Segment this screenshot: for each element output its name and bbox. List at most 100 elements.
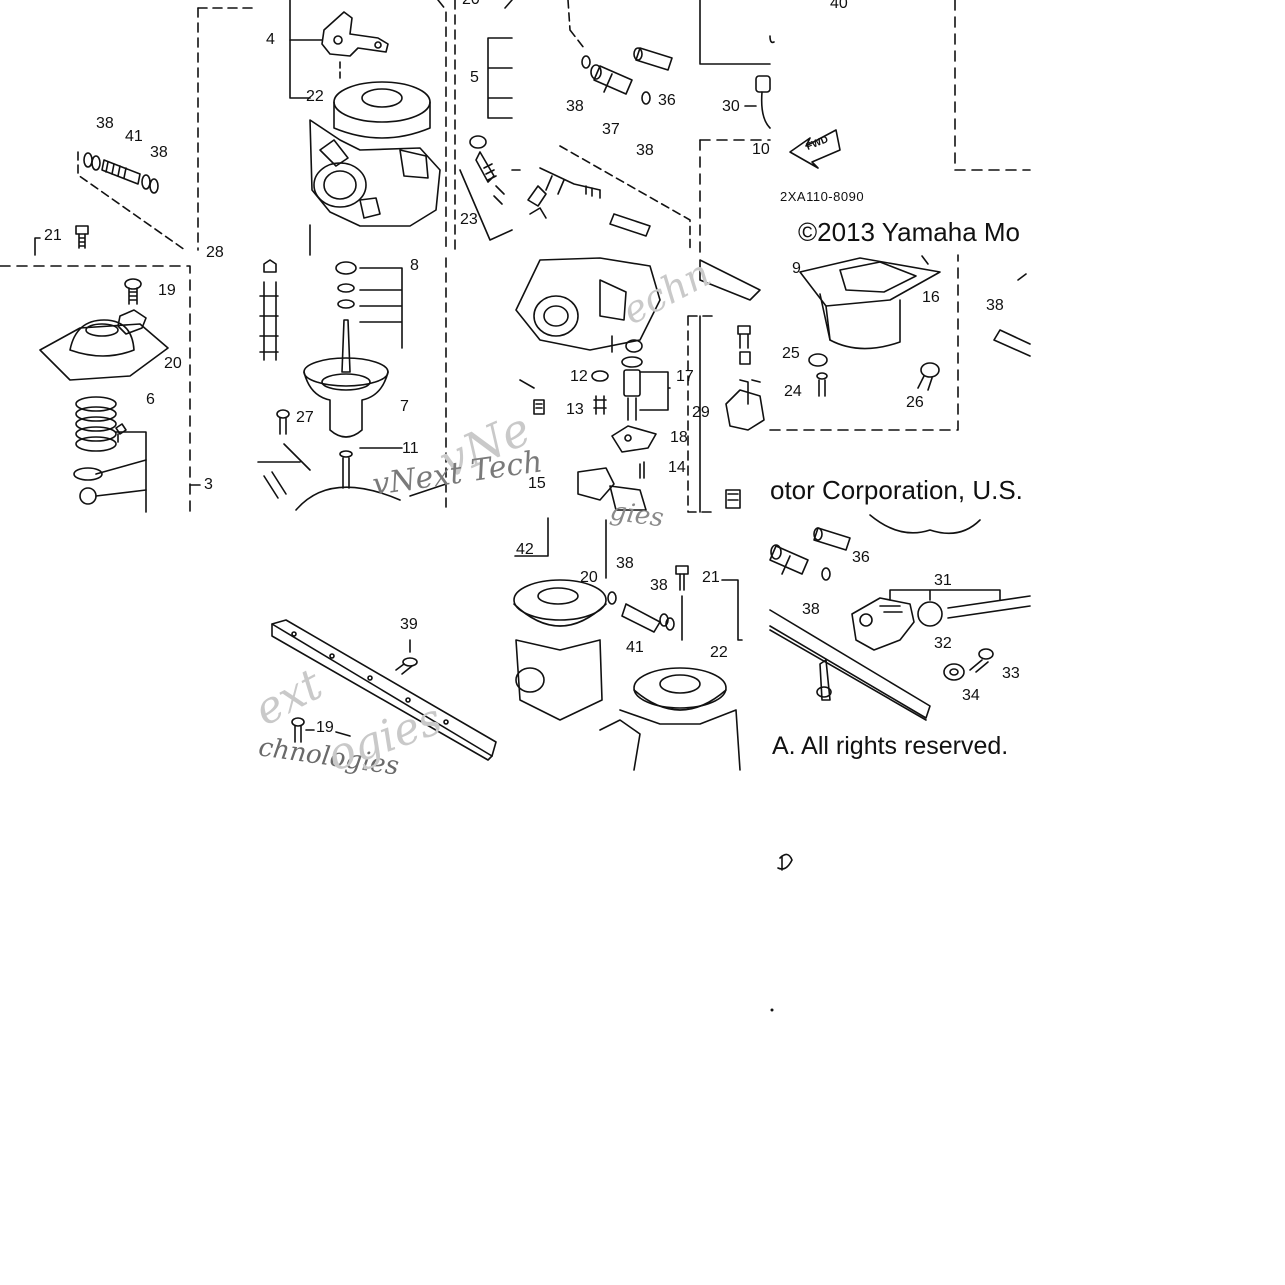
rail-shape xyxy=(271,619,497,761)
tile-k-carburetor-bottom xyxy=(513,517,743,771)
hose-36-shape xyxy=(633,47,673,71)
callout-28: 28 xyxy=(206,244,224,261)
callout-5: 5 xyxy=(470,69,479,86)
tile-f-piston-valve xyxy=(257,257,447,513)
cap-15-shape xyxy=(577,467,647,511)
tile-b-carburetor-top xyxy=(289,0,447,256)
callout-23: 23 xyxy=(460,211,478,228)
part-code: 2XA110-8090 xyxy=(780,189,865,204)
callout-20: 20 xyxy=(164,355,182,372)
callout-30: 30 xyxy=(722,98,740,115)
fwd-arrow-shape xyxy=(789,129,841,169)
callout-38: 38 xyxy=(150,144,168,161)
screw-26-shape xyxy=(917,362,940,391)
plate-18-shape xyxy=(611,425,657,453)
hose-36b-shape xyxy=(813,527,851,551)
callout-38: 38 xyxy=(636,142,654,159)
carburetor-right-shape xyxy=(599,667,741,771)
callout-10: 10 xyxy=(752,141,770,158)
callout-38: 38 xyxy=(616,555,634,572)
bolt-21-shape xyxy=(75,225,89,249)
tile-l-throttle-linkage xyxy=(769,514,1031,871)
parts-12-13-17-shape xyxy=(591,339,643,421)
callout-22: 22 xyxy=(306,88,324,105)
fitting-30-shape xyxy=(755,75,771,129)
screw-19-shape xyxy=(124,278,142,305)
cable-32-shape xyxy=(917,595,1031,627)
callout-21: 21 xyxy=(702,569,720,586)
screw-27-shape xyxy=(276,409,290,435)
callout-31: 31 xyxy=(934,572,952,589)
shaft-37b-shape xyxy=(769,544,831,581)
needle-valve-shape xyxy=(469,135,505,205)
callout-20: 20 xyxy=(462,0,480,8)
cover-20-shape xyxy=(39,319,169,381)
callout-37: 37 xyxy=(602,121,620,138)
callout-39: 39 xyxy=(400,616,418,633)
callout-18: 18 xyxy=(670,429,688,446)
callout-14: 14 xyxy=(668,459,686,476)
callout-7: 7 xyxy=(400,398,409,415)
copyright-line-1: ©2013 Yamaha Mo xyxy=(798,217,1021,247)
callout-32: 32 xyxy=(934,635,952,652)
callout-12: 12 xyxy=(570,368,588,385)
spring-6-shape xyxy=(75,396,117,452)
callout-4: 4 xyxy=(266,31,275,48)
callout-36: 36 xyxy=(852,549,870,566)
carburetor-body-shape xyxy=(309,81,441,256)
callout-33: 33 xyxy=(1002,665,1020,682)
callout-40: 40 xyxy=(830,0,848,12)
carburetor-side-shape xyxy=(515,257,661,351)
float-bowl-shape xyxy=(799,257,941,350)
tile-g-float-chamber xyxy=(515,257,761,513)
callout-42: 42 xyxy=(516,541,534,558)
callout-8: 8 xyxy=(410,257,419,274)
callout-38: 38 xyxy=(802,601,820,618)
stack-8-shape xyxy=(335,261,357,309)
piston-7-shape xyxy=(303,357,389,438)
callout-13: 13 xyxy=(566,401,584,418)
callout-38: 38 xyxy=(566,98,584,115)
callout-19: 19 xyxy=(316,719,334,736)
callout-16: 16 xyxy=(922,289,940,306)
callout-22: 22 xyxy=(710,644,728,661)
shaft-37-shape xyxy=(581,55,651,105)
callout-26: 26 xyxy=(906,394,924,411)
callout-34: 34 xyxy=(962,687,980,704)
bolt-33-shape xyxy=(969,648,994,673)
lever-31-shape xyxy=(851,597,915,651)
callout-36: 36 xyxy=(658,92,676,109)
callout-27: 27 xyxy=(296,409,314,426)
callout-3: 3 xyxy=(204,476,213,493)
bolt-21b-shape xyxy=(675,565,689,591)
tile-i-jet-block xyxy=(725,325,765,509)
callout-19: 19 xyxy=(158,282,176,299)
copyright-line-3: A. All rights reserved. xyxy=(772,732,1009,760)
callout-38: 38 xyxy=(986,297,1004,314)
callout-17: 17 xyxy=(676,368,694,385)
callout-9: 9 xyxy=(792,260,801,277)
callout-41: 41 xyxy=(626,639,644,656)
callout-20: 20 xyxy=(580,569,598,586)
screw-39-shape xyxy=(395,657,418,675)
carburetor-left-shape xyxy=(513,579,607,721)
screw-24-shape xyxy=(816,372,828,397)
tile-h-float-bowl xyxy=(769,254,1031,431)
stray-dot xyxy=(770,1008,774,1012)
tile-c-float-parts xyxy=(454,0,691,251)
callout-38: 38 xyxy=(650,577,668,594)
tile-a-pilot-screw xyxy=(34,7,256,256)
callout-21: 21 xyxy=(44,227,62,244)
copyright-line-2: otor Corporation, U.S. xyxy=(770,475,1023,505)
bracket-4-shape xyxy=(321,11,389,57)
callout-41: 41 xyxy=(125,128,143,145)
callout-6: 6 xyxy=(146,391,155,408)
jet-11-shape xyxy=(339,450,353,489)
callout-25: 25 xyxy=(782,345,800,362)
screw-19b-shape xyxy=(291,717,305,743)
callout-24: 24 xyxy=(784,383,802,400)
callout-38: 38 xyxy=(96,115,114,132)
callout-11: 11 xyxy=(402,440,419,457)
tile-e-diaphragm-cover xyxy=(0,265,201,513)
